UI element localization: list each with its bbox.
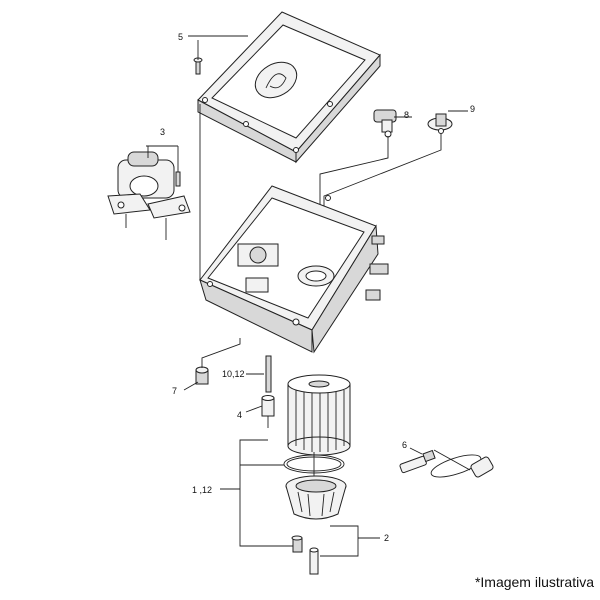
sensor-8 [373, 109, 397, 138]
callout-9: 9 [470, 104, 475, 114]
leader-7 [183, 381, 199, 391]
actuator-assembly [107, 151, 191, 240]
leader-4 [245, 405, 263, 413]
drain-plug [195, 366, 209, 385]
callout-2: 2 [384, 533, 389, 543]
cover-assembly [197, 11, 381, 164]
bracket-2 [320, 525, 380, 557]
filter-cap [285, 475, 347, 520]
sleeve-4 [261, 395, 275, 428]
callout-5: 5 [178, 32, 183, 42]
bracket-1-12 [220, 439, 296, 547]
heater-assembly-6 [399, 449, 494, 478]
filter-element [287, 374, 351, 456]
cover-screw [193, 57, 203, 75]
callout-4: 4 [237, 410, 242, 420]
leader-7-up [201, 338, 241, 368]
stud-10-12 [265, 355, 272, 393]
sensor-9 [427, 113, 453, 134]
housing-assembly [199, 185, 389, 354]
leader-6 [409, 447, 423, 455]
callout-10-12: 10,12 [222, 369, 245, 379]
callout-1-12: 1 ,12 [192, 485, 212, 495]
callout-6: 6 [402, 440, 407, 450]
illustrative-caption: *Imagem ilustrativa [474, 574, 594, 590]
callout-8: 8 [404, 110, 409, 120]
callout-7: 7 [172, 386, 177, 396]
valve-2a [291, 535, 303, 553]
callout-3: 3 [160, 127, 165, 137]
valve-2b [309, 547, 319, 575]
